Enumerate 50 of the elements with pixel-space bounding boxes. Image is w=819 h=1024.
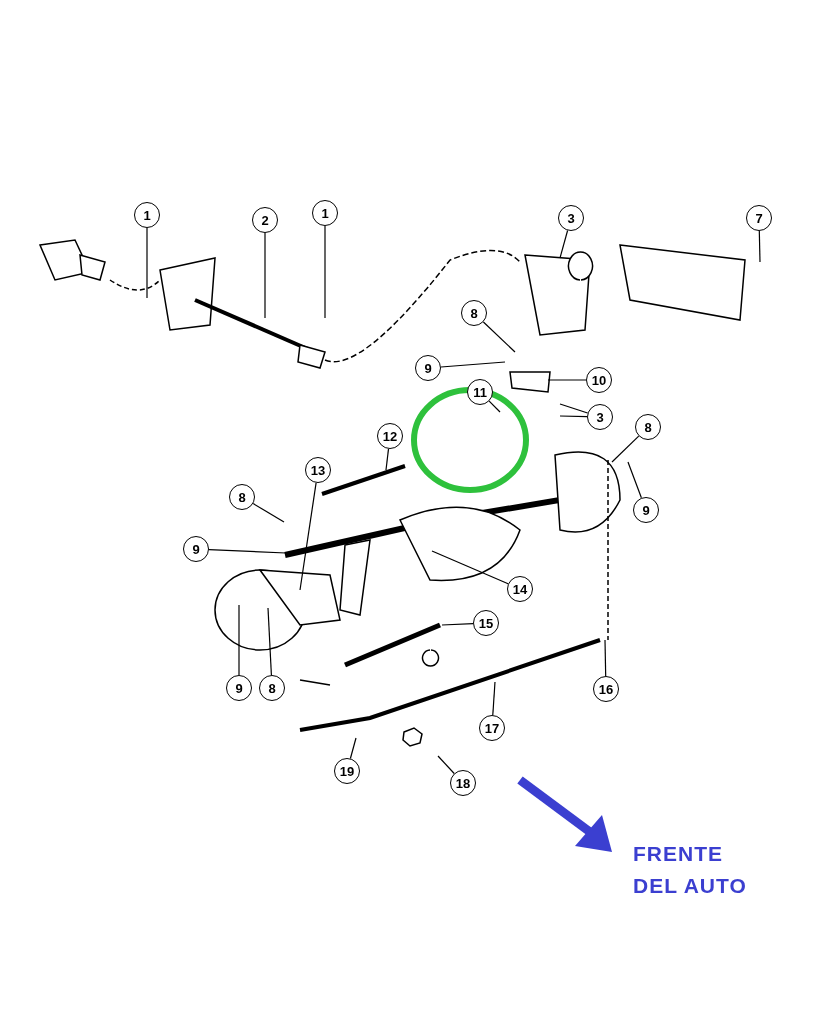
callout-number: 14 (507, 576, 533, 602)
callout-number: 8 (259, 675, 285, 701)
leader-line (252, 503, 285, 523)
leader-line (146, 227, 148, 299)
callout-number: 7 (746, 205, 772, 231)
callout-number: 11 (467, 379, 493, 405)
leader-line (559, 403, 589, 414)
callout-number: 15 (473, 610, 499, 636)
leader-line (559, 229, 569, 259)
leader-line (758, 230, 761, 263)
callout-number: 9 (183, 536, 209, 562)
leader-line (492, 681, 496, 716)
callout-number: 13 (305, 457, 331, 483)
callout-number: 9 (633, 497, 659, 523)
leader-line (627, 461, 642, 499)
leader-line (611, 435, 640, 463)
leader-line (208, 549, 287, 554)
leader-line (238, 604, 240, 676)
leader-line (299, 482, 317, 591)
callout-number: 3 (558, 205, 584, 231)
leader-line (440, 361, 506, 368)
callout-number: 16 (593, 676, 619, 702)
callout-number: 1 (312, 200, 338, 226)
leader-line (437, 755, 455, 775)
leader-line (264, 232, 266, 319)
leader-line (482, 321, 516, 353)
leader-line (349, 737, 357, 760)
callout-number: 8 (229, 484, 255, 510)
leader-line (547, 379, 587, 381)
leader-line (431, 550, 509, 585)
leader-line (488, 400, 501, 413)
leader-line (385, 448, 390, 471)
callout-number: 8 (635, 414, 661, 440)
callout-number: 19 (334, 758, 360, 784)
leader-line (441, 623, 474, 626)
callout-number: 8 (461, 300, 487, 326)
callout-number: 3 (587, 404, 613, 430)
callout-number: 17 (479, 715, 505, 741)
direction-note: FRENTE DEL AUTO (633, 841, 748, 899)
callout-number: 2 (252, 207, 278, 233)
leader-line (604, 639, 607, 677)
leader-line (324, 225, 326, 319)
callout-number: 9 (415, 355, 441, 381)
callout-number: 1 (134, 202, 160, 228)
callout-number: 10 (586, 367, 612, 393)
callout-number: 9 (226, 675, 252, 701)
callout-number: 12 (377, 423, 403, 449)
leader-line (267, 607, 272, 676)
callout-number: 18 (450, 770, 476, 796)
leader-line (559, 415, 588, 418)
